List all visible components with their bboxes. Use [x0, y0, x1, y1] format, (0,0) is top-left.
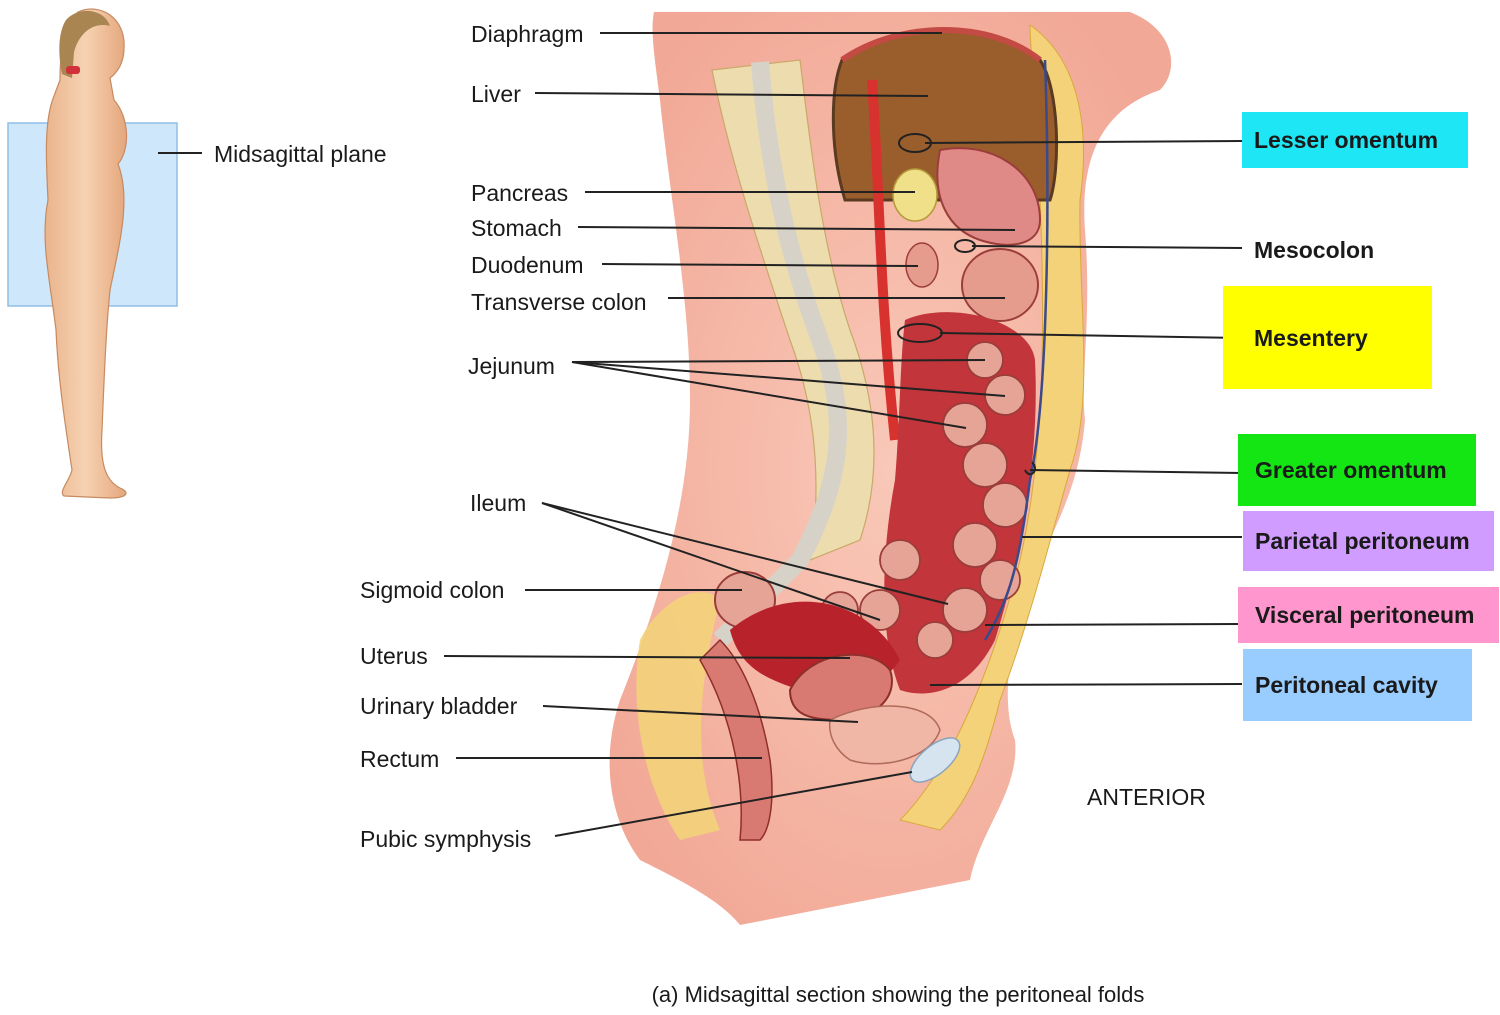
label-mesentery: Mesentery — [1223, 286, 1432, 389]
right-leader-lines — [924, 140, 1243, 686]
greater-omentum-marker — [1024, 461, 1036, 476]
label-visceral-peritoneum: Visceral peritoneum — [1238, 587, 1499, 643]
figure-hair-tie — [66, 66, 80, 74]
label-ileum: Ileum — [470, 490, 527, 516]
transverse-colon-shape — [961, 248, 1039, 322]
label-pubic-symphysis: Pubic symphysis — [360, 826, 532, 852]
label-lesser-omentum: Lesser omentum — [1242, 112, 1468, 168]
mesentery-leader — [939, 332, 1243, 339]
figure-hair — [59, 10, 110, 78]
label-greater-omentum: Greater omentum — [1238, 434, 1476, 506]
label-uterus: Uterus — [360, 643, 428, 669]
rectum-shape — [699, 638, 773, 841]
duodenum-leader — [601, 263, 919, 267]
label-jejunum: Jejunum — [468, 353, 555, 379]
label-parietal-peritoneum: Parietal peritoneum — [1243, 511, 1494, 571]
label-duodenum: Duodenum — [471, 252, 584, 278]
label-mesocolon: Mesocolon — [1242, 224, 1442, 276]
stomach-shape — [936, 147, 1042, 246]
label-urinary-bladder: Urinary bladder — [360, 693, 518, 719]
urinary-bladder-shape — [828, 705, 941, 765]
liver-leader — [534, 92, 929, 97]
label-sigmoid-colon: Sigmoid colon — [360, 577, 505, 603]
urinary-bladder-leader — [542, 705, 859, 723]
label-rectum: Rectum — [360, 746, 440, 772]
diaphragm-shape — [840, 27, 1042, 63]
pubic-symphysis-shape — [909, 737, 961, 783]
standing-figure-illustration — [7, 8, 178, 499]
anterior-fat-layer — [899, 24, 1085, 831]
jejunum-leader-3 — [571, 361, 967, 429]
midsagittal-plane-label: Midsagittal plane — [214, 141, 387, 167]
figure-caption: (a) Midsagittal section showing the peri… — [651, 982, 1145, 1007]
jejunum-leader-2 — [571, 361, 1006, 397]
label-diaphragm: Diaphragm — [471, 21, 584, 47]
parietal-peritoneum-line — [983, 59, 1049, 641]
label-liver: Liver — [471, 81, 521, 107]
label-peritoneal-cavity: Peritoneal cavity — [1243, 649, 1472, 721]
greater-omentum-leader — [1029, 469, 1243, 474]
label-stomach: Stomach — [471, 215, 562, 241]
left-leader-lines — [443, 32, 1016, 837]
label-pancreas: Pancreas — [471, 180, 569, 206]
orientation-label: ANTERIOR — [1087, 784, 1206, 810]
peritoneal-cavity-leader — [929, 683, 1243, 686]
figure-body — [44, 8, 128, 499]
sagittal-section-illustration — [609, 12, 1172, 925]
visceral-peritoneum-leader — [984, 623, 1243, 626]
ileum-leader-2 — [541, 502, 949, 605]
posterior-fat-layer — [636, 592, 720, 840]
pancreas-shape — [892, 168, 938, 222]
jejunum-leader-1 — [571, 359, 986, 363]
ileum-leader-1 — [541, 502, 881, 621]
pubic-symphysis-leader — [554, 771, 913, 837]
uterus-leader — [443, 655, 851, 659]
mesocolon-leader — [971, 245, 1243, 249]
label-transverse-colon: Transverse colon — [471, 289, 647, 315]
lesser-omentum-leader — [924, 140, 1243, 144]
stomach-leader — [577, 226, 1016, 231]
